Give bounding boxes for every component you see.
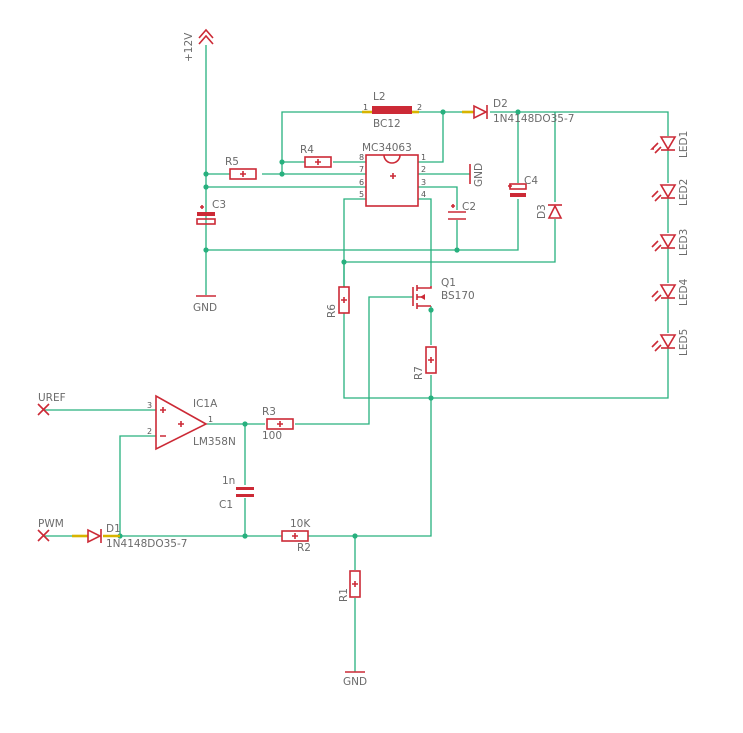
capacitor-c1: 1n C1 bbox=[219, 475, 254, 511]
resistor-r5: R5 bbox=[225, 156, 257, 180]
led-3: LED3 bbox=[651, 229, 690, 256]
d1-value: 1N4148DO35-7 bbox=[106, 538, 187, 550]
r3-value: 100 bbox=[262, 430, 282, 442]
opamp-pin-out: 1 bbox=[208, 415, 213, 424]
r7-label: R7 bbox=[413, 366, 425, 380]
ic-mc34063: MC34063 8 7 6 5 1 2 3 4 bbox=[359, 142, 426, 207]
l2-pin2: 2 bbox=[417, 103, 422, 112]
c2-label: C2 bbox=[462, 201, 476, 213]
ic-pin-1: 1 bbox=[421, 153, 426, 162]
r3-label: R3 bbox=[262, 406, 276, 418]
wires bbox=[44, 45, 669, 672]
r4-label: R4 bbox=[300, 144, 314, 156]
resistor-r4: R4 bbox=[300, 144, 332, 168]
resistor-r7: R7 bbox=[413, 346, 437, 380]
resistor-r6: R6 bbox=[326, 286, 350, 318]
c4-label: C4 bbox=[524, 175, 538, 187]
led3-label: LED3 bbox=[678, 229, 690, 256]
diode-d3: D3 bbox=[536, 204, 563, 219]
d2-label: D2 bbox=[493, 98, 508, 110]
l2-value: BC12 bbox=[373, 118, 401, 130]
ground-symbol-bottom: GND bbox=[343, 671, 367, 688]
opamp-ic1a: IC1A LM358N 3 2 1 bbox=[147, 394, 236, 451]
led-2: LED2 bbox=[651, 179, 690, 206]
r5-label: R5 bbox=[225, 156, 239, 168]
resistor-r3: R3 100 bbox=[262, 406, 294, 442]
ground-symbol-ic: GND bbox=[469, 163, 485, 187]
resistor-r1: R1 bbox=[338, 570, 361, 602]
ground-label-top: GND bbox=[193, 302, 217, 314]
ic-pin-7: 7 bbox=[359, 165, 364, 174]
capacitor-c2: C2 bbox=[448, 201, 476, 220]
d1-label: D1 bbox=[106, 523, 121, 535]
supply-12v-symbol: +12V bbox=[183, 28, 214, 62]
junctions bbox=[117, 109, 521, 539]
d2-value: 1N4148DO35-7 bbox=[493, 113, 574, 125]
led-1: LED1 bbox=[650, 131, 690, 158]
opamp-label: IC1A bbox=[193, 398, 218, 410]
ic-pin-5: 5 bbox=[359, 190, 364, 199]
uref-input: UREF bbox=[37, 392, 66, 416]
led1-label: LED1 bbox=[678, 131, 690, 158]
ground-label-ic: GND bbox=[473, 163, 485, 187]
ic-pin-3: 3 bbox=[421, 178, 426, 187]
c1-value: 1n bbox=[222, 475, 235, 487]
diode-d1: D1 1N4148DO35-7 bbox=[72, 523, 187, 550]
capacitor-c3: C3 bbox=[196, 199, 226, 225]
ic-main-label: MC34063 bbox=[362, 142, 412, 154]
l2-label: L2 bbox=[373, 91, 386, 103]
resistor-r2: 10K R2 bbox=[281, 518, 311, 554]
q1-value: BS170 bbox=[441, 290, 475, 302]
uref-label: UREF bbox=[38, 392, 66, 404]
opamp-value: LM358N bbox=[193, 436, 236, 448]
opamp-pin-plus: 3 bbox=[147, 401, 152, 410]
led-5: LED5 bbox=[651, 329, 690, 356]
led5-label: LED5 bbox=[678, 329, 690, 356]
ic-pin-6: 6 bbox=[359, 178, 364, 187]
opamp-pin-minus: 2 bbox=[147, 427, 152, 436]
led-string: LED1 LED2 LED3 LED4 LED5 bbox=[650, 131, 690, 356]
pwm-label: PWM bbox=[38, 518, 64, 530]
r2-label: R2 bbox=[297, 542, 311, 554]
c1-label: C1 bbox=[219, 499, 233, 511]
c3-label: C3 bbox=[212, 199, 226, 211]
mosfet-q1: Q1 BS170 bbox=[412, 277, 475, 309]
led4-label: LED4 bbox=[678, 278, 690, 306]
led-4: LED4 bbox=[651, 278, 690, 306]
ground-symbol-top: GND bbox=[193, 295, 217, 314]
ic-pin-4: 4 bbox=[421, 190, 426, 199]
pwm-input: PWM bbox=[37, 518, 64, 542]
ic-pin-8: 8 bbox=[359, 153, 364, 162]
l2-pin1: 1 bbox=[363, 103, 368, 112]
ic-pin-2: 2 bbox=[421, 165, 426, 174]
r1-label: R1 bbox=[338, 588, 350, 602]
capacitor-c4: C4 bbox=[508, 175, 538, 197]
q1-label: Q1 bbox=[441, 277, 456, 289]
led2-label: LED2 bbox=[678, 179, 690, 206]
ground-label-bottom: GND bbox=[343, 676, 367, 688]
r6-label: R6 bbox=[326, 304, 338, 318]
supply-label: +12V bbox=[183, 32, 195, 62]
r2-value: 10K bbox=[290, 518, 311, 530]
d3-label: D3 bbox=[536, 204, 548, 219]
diode-d2: D2 1N4148DO35-7 bbox=[462, 98, 574, 125]
inductor-l2: L2 BC12 1 2 bbox=[362, 91, 422, 130]
